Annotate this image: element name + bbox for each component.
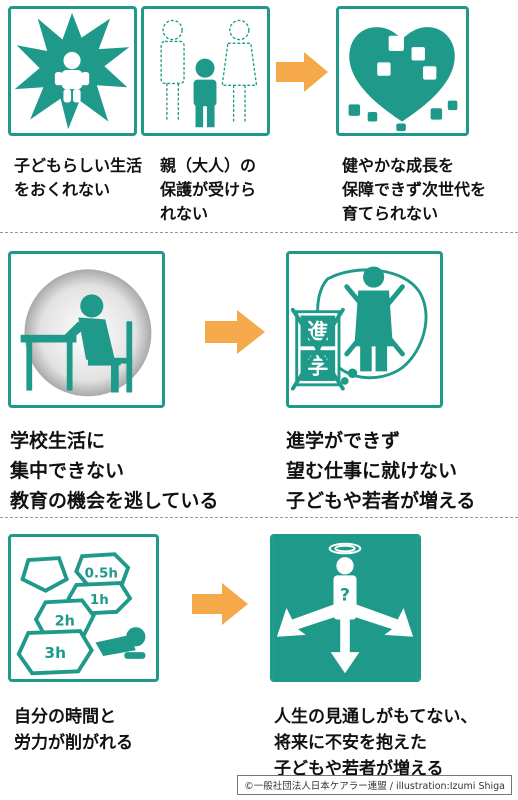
caption-school-life: 学校生活に 集中できない 教育の機会を逃している	[10, 430, 219, 512]
rock-label: 3h	[44, 644, 66, 662]
cross-mark-icon	[344, 284, 405, 357]
credit-notice: ©一般社団法人日本ケアラー連盟 / illustration:Izumi Shi…	[237, 775, 512, 795]
arrow-right-icon	[192, 583, 248, 625]
arrow-right-icon	[205, 310, 265, 354]
child-body	[61, 70, 83, 90]
blocked-career-illustration: 進 学	[290, 266, 428, 391]
scattered-pieces	[348, 100, 458, 132]
rock-pile	[16, 552, 133, 676]
caption-healthy-growth: 健やかな成長を 保障できず次世代を 育てられない	[342, 156, 487, 223]
caption-uncertain-future: 人生の見通しがもてない、 将来に不安を抱えた 子どもや若者が増える	[274, 707, 478, 779]
sign-char-bottom: 学	[307, 353, 328, 378]
tile-career-blocked: 進 学	[286, 251, 443, 408]
dizzy-swirl-icon	[328, 542, 362, 555]
section-divider	[0, 517, 518, 518]
sign-cross-icon	[290, 307, 345, 391]
question-mark-icon: ?	[340, 585, 350, 605]
missing-pieces	[377, 35, 437, 80]
caption-parent-protection: 親（大人）の 保護が受けら れない	[160, 156, 257, 223]
heart-shape	[349, 27, 455, 122]
student-desk-illustration	[20, 269, 152, 397]
tile-time-burden: 0.5h 1h 2h 3h	[8, 534, 159, 682]
child-standing	[193, 58, 217, 128]
tile-child-life	[8, 6, 137, 136]
rock-label: 1h	[90, 593, 109, 608]
tile-uncertain-future: ?	[270, 534, 421, 682]
absent-parent-right	[221, 19, 258, 122]
caption-career-blocked: 進学ができず 望む仕事に就けない 子どもや若者が増える	[286, 430, 476, 512]
school-sign: 進 学	[290, 307, 345, 391]
absent-parent-left	[160, 19, 185, 122]
crossroads-illustration: ?	[273, 537, 418, 679]
parents-child-illustration	[160, 19, 258, 128]
child-burst-illustration	[14, 12, 130, 130]
student-figure	[20, 294, 133, 393]
caption-child-life: 子どもらしい生活 をおくれない	[14, 156, 143, 199]
crushed-person	[95, 627, 146, 659]
child-head	[63, 51, 81, 70]
rock-label: 2h	[55, 613, 75, 629]
tile-parent-protection	[141, 6, 270, 136]
crossroads-arrows	[276, 600, 414, 674]
time-rocks-illustration: 0.5h 1h 2h 3h	[16, 552, 146, 676]
confused-person: ?	[333, 557, 357, 620]
arrow-right-icon	[276, 52, 328, 92]
tile-school-life	[8, 251, 165, 408]
section-divider	[0, 232, 518, 233]
tile-broken-heart	[336, 6, 469, 136]
caption-time-burden: 自分の時間と 労力が削がれる	[14, 707, 133, 753]
puzzle-heart-illustration	[348, 27, 458, 132]
rock-label: 0.5h	[85, 566, 118, 581]
